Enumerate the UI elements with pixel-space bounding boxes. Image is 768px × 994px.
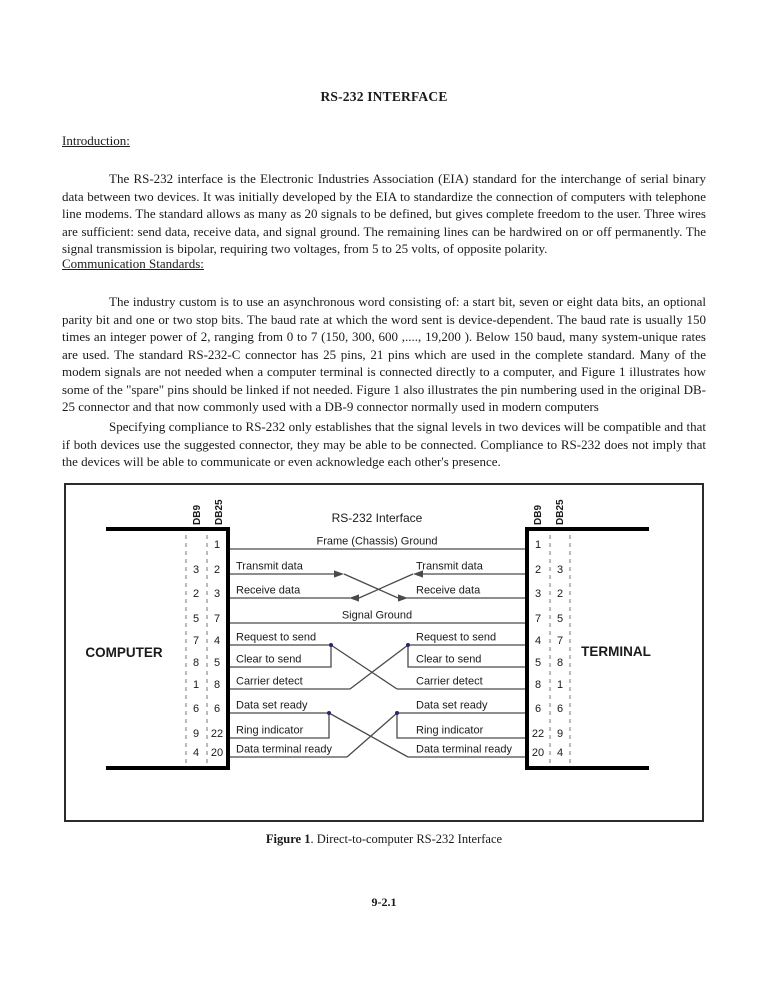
signal-label: Clear to send [236, 654, 301, 666]
pin-number: 1 [557, 679, 563, 691]
arrowhead-right-icon [398, 594, 408, 602]
pin-number: 3 [535, 588, 541, 600]
right-device-label: TERMINAL [581, 644, 651, 659]
pin-number: 2 [557, 588, 563, 600]
pin-number: 7 [535, 613, 541, 625]
column-header: DB25 [555, 499, 566, 525]
pin-number: 5 [535, 657, 541, 669]
signal-label: Carrier detect [416, 676, 483, 688]
pin-number: 9 [557, 728, 563, 740]
junction-dot [329, 643, 333, 647]
signal-label: Request to send [236, 632, 316, 644]
signal-label: Data set ready [416, 700, 488, 712]
signal-label: Data terminal ready [236, 744, 332, 756]
signal-label: Receive data [416, 585, 481, 597]
signal-label: Carrier detect [236, 676, 303, 688]
pin-number: 3 [193, 564, 199, 576]
signal-wire [349, 644, 409, 690]
left-device-label: COMPUTER [85, 645, 163, 660]
pin-number: 4 [214, 635, 220, 647]
column-header: DB9 [533, 505, 544, 525]
pin-number: 7 [557, 635, 563, 647]
signal-label: Ring indicator [236, 725, 304, 737]
pin-number: 2 [193, 588, 199, 600]
pin-number: 8 [214, 679, 220, 691]
pin-number: 6 [557, 703, 563, 715]
pin-number: 2 [214, 564, 220, 576]
diagram-title: RS-232 Interface [332, 511, 423, 525]
signal-label: Ring indicator [416, 725, 484, 737]
heading-introduction: Introduction: [62, 133, 130, 148]
pin-number: 7 [214, 613, 220, 625]
column-header: DB9 [192, 505, 203, 525]
pin-number: 8 [193, 657, 199, 669]
signal-label: Data set ready [236, 700, 308, 712]
signal-wire [407, 645, 527, 668]
pin-number: 6 [535, 703, 541, 715]
signal-wire [330, 644, 398, 690]
signal-label: Transmit data [236, 561, 304, 573]
paragraph-communication-1: The industry custom is to use an asynchr… [62, 294, 706, 414]
pin-number: 20 [532, 747, 544, 759]
figure-caption-label: Figure 1 [265, 832, 311, 846]
pin-number: 3 [214, 588, 220, 600]
page-title: RS-232 INTERFACE [320, 89, 448, 104]
pin-number: 4 [193, 747, 199, 759]
junction-dot [395, 711, 399, 715]
pin-number: 5 [214, 657, 220, 669]
figure-caption: Figure 1. Direct-to-computer RS-232 Inte… [0, 832, 768, 847]
signal-label: Transmit data [416, 561, 484, 573]
heading-communication-standards: Communication Standards: [62, 256, 204, 271]
pin-number: 1 [193, 679, 199, 691]
page-number: 9-2.1 [371, 895, 397, 909]
signal-label: Frame (Chassis) Ground [316, 536, 437, 548]
paragraph-communication-2: Specifying compliance to RS-232 only est… [62, 419, 706, 469]
signal-wire [343, 573, 399, 599]
signal-label: Clear to send [416, 654, 481, 666]
pin-number: 3 [557, 564, 563, 576]
pin-number: 20 [211, 747, 223, 759]
signal-wire [346, 712, 398, 758]
signal-label: Signal Ground [342, 610, 412, 622]
pin-number: 9 [193, 728, 199, 740]
paragraph-introduction: The RS-232 interface is the Electronic I… [62, 171, 706, 256]
signal-wire [358, 573, 414, 599]
signal-label: Receive data [236, 585, 301, 597]
pin-number: 22 [211, 728, 223, 740]
arrowhead-left-icon [349, 594, 359, 602]
pin-number: 5 [557, 613, 563, 625]
signal-label: Data terminal ready [416, 744, 512, 756]
column-header: DB25 [214, 499, 225, 525]
figure-caption-text: . Direct-to-computer RS-232 Interface [310, 832, 503, 846]
pin-number: 5 [193, 613, 199, 625]
pin-number: 6 [214, 703, 220, 715]
junction-dot [327, 711, 331, 715]
pin-number: 4 [557, 747, 563, 759]
signal-wire [396, 713, 527, 739]
arrowhead-left-icon [413, 570, 423, 578]
arrowhead-right-icon [334, 570, 344, 578]
signal-label: Request to send [416, 632, 496, 644]
pin-number: 1 [535, 539, 541, 551]
pin-number: 8 [535, 679, 541, 691]
pin-number: 8 [557, 657, 563, 669]
signal-wire [228, 713, 330, 739]
signal-wire [228, 645, 332, 668]
pin-number: 22 [532, 728, 544, 740]
pin-number: 2 [535, 564, 541, 576]
pin-number: 7 [193, 635, 199, 647]
signal-wire [328, 712, 409, 758]
pin-number: 1 [214, 539, 220, 551]
pin-number: 4 [535, 635, 541, 647]
junction-dot [406, 643, 410, 647]
pin-number: 6 [193, 703, 199, 715]
